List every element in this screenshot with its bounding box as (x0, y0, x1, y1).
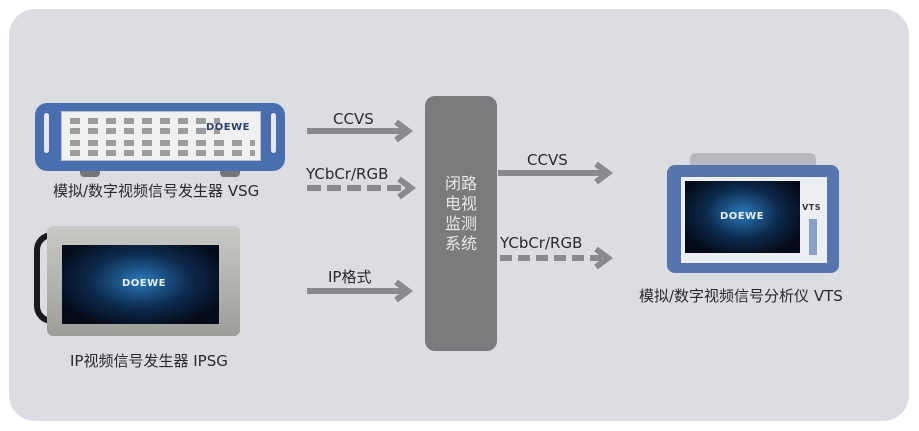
input-label-ccvs: CCVS (333, 110, 374, 128)
arrow-ycbcr-out-head (594, 246, 613, 270)
ipsg-label: IP视频信号发生器 IPSG (70, 352, 228, 370)
vts-label: 模拟/数字视频信号分析仪 VTS (639, 287, 843, 305)
vts-device-image: DOEWE VTS (667, 165, 839, 273)
system-line: 监测 (444, 214, 477, 233)
input-label-ip: IP格式 (328, 268, 372, 286)
vts-badge: VTS (802, 203, 821, 212)
arrow-ycbcr-in-head (397, 176, 416, 200)
cctv-monitoring-system: 闭路 电视 监测 系统 (425, 96, 497, 351)
ipsg-logo: DOEWE (122, 278, 166, 289)
output-label-ccvs: CCVS (527, 151, 568, 169)
arrow-ccvs-in-head (394, 119, 413, 143)
vsg-label: 模拟/数字视频信号发生器 VSG (53, 182, 260, 200)
arrow-ccvs-out-head (594, 161, 613, 185)
vts-logo: DOEWE (720, 211, 764, 222)
system-line: 闭路 (444, 174, 477, 193)
system-line: 系统 (444, 234, 477, 253)
input-label-ycbcr: YCbCr/RGB (306, 165, 389, 183)
ipsg-device-image: DOEWE (47, 226, 240, 336)
output-label-ycbcr: YCbCr/RGB (500, 234, 583, 252)
vsg-device-image: DOEWE (35, 103, 285, 177)
system-line: 电视 (444, 194, 477, 213)
vsg-logo: DOEWE (206, 122, 250, 133)
arrow-ip-in-head (394, 279, 413, 303)
